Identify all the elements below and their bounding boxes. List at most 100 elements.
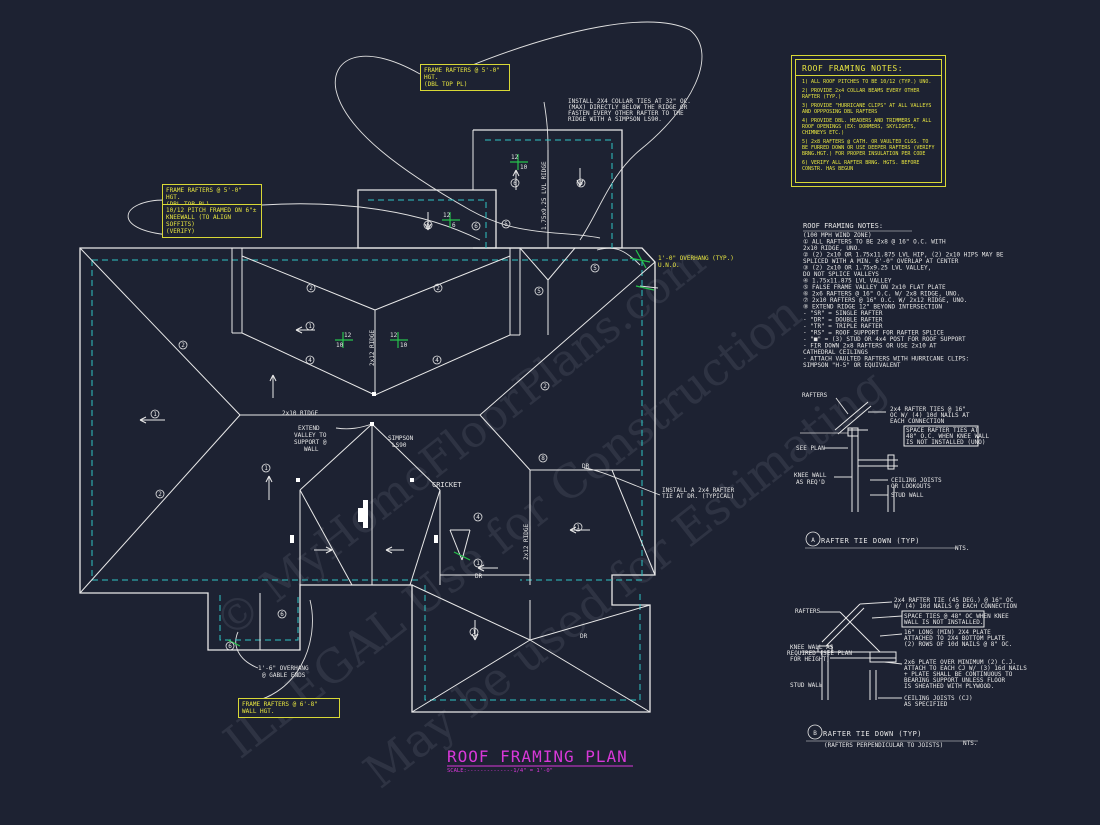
tag-9: 2	[540, 381, 550, 391]
detail-a-ties-3: EACH CONNECTION	[890, 418, 945, 425]
detail-b-plate-2: ATTACHED TO 2X4 BOTTOM PLATE	[904, 635, 1006, 642]
detail-b-knee-1: KNEE WALL AS	[790, 644, 834, 651]
notes-list-line: ⑧ EXTEND RIDGE 12" BEYOND INTERSECTION	[803, 304, 942, 311]
overhang-right-2: U.N.O.	[658, 262, 680, 269]
frame-rafters-top-note: FRAME RAFTERS @ 5'-0" HGT. (DBL TOP PL)	[420, 64, 510, 91]
detail-b-rafters: RAFTERS	[795, 608, 821, 615]
svg-text:1: 1	[476, 560, 480, 567]
tag-12: 1	[469, 627, 479, 637]
notes-box-item-2: 2) PROVIDE 2x4 COLLAR BEAMS EVERY OTHER …	[802, 88, 920, 100]
ridge-2x12-label-b: 2x12 RIDGE	[523, 523, 530, 560]
rafter-tie-note-1: INSTALL A 2x4 RAFTER	[662, 487, 735, 494]
pitch-label-3: 12	[344, 332, 352, 339]
roof-framing-plan-title: ROOF FRAMING PLAN	[447, 747, 628, 766]
pitch-label-1: 12	[511, 154, 519, 161]
pitch-rise-3: 10	[336, 342, 344, 349]
tag-6: 1	[305, 321, 315, 331]
tag-1: 1	[150, 409, 160, 419]
ridge-2x10-label: 2x10 RIDGE	[282, 410, 319, 417]
pitch-rise-2: 6	[452, 222, 456, 229]
detail-a-title: RAFTER TIE DOWN (TYP)	[821, 537, 920, 545]
tag-14: 1	[473, 558, 483, 568]
collar-ties-3: FASTEN EVERY OTHER RAFTER TO THE	[568, 110, 684, 117]
tag-3: 2	[155, 489, 165, 499]
roof-support-posts	[290, 392, 438, 543]
svg-text:2: 2	[309, 285, 313, 292]
pitch-rise-4: 10	[400, 342, 408, 349]
notes-list-line: SPLICED WITH A MIN. 6'-0" OVERLAP AT CEN…	[803, 258, 959, 265]
notes-list-line: DO NOT SPLICE VALLEYS	[803, 271, 879, 278]
detail-b-plate2-4: BEARING SUPPORT UNLESS FLOOR	[904, 677, 1006, 684]
notes-list-line: SIMPSON "H-5" OR EQUIVALENT	[803, 362, 901, 369]
ridge-lvl-label: 1.75x9.25 LVL RIDGE	[541, 161, 548, 230]
notes-list-line: - "TR" = TRIPLE RAFTER	[803, 323, 883, 330]
svg-text:5: 5	[537, 288, 541, 295]
detail-b-plate2-1: 2x6 PLATE OVER MINIMUM (2) C.J.	[904, 659, 1016, 666]
rafter-direction-arrows	[139, 168, 590, 641]
collar-ties-4: RIDGE WITH A SIMPSON LS90.	[568, 116, 662, 123]
svg-text:6: 6	[513, 180, 517, 187]
notes-list-line: ⑥ 2x6 RAFTERS @ 16" O.C. W/ 2x8 RIDGE, U…	[803, 291, 960, 298]
notes-list-line: 2x10 RIDGE, UNO.	[803, 245, 861, 252]
collar-ties-2: (MAX) DIRECTLY BELOW THE RIDGE OR	[568, 104, 688, 111]
detail-a-drawing: A RAFTER TIE DOWN (TYP) NTS. RAFTERS 2x4…	[794, 392, 989, 552]
svg-text:2: 2	[158, 491, 162, 498]
detail-b-subtitle: (RAFTERS PERPENDICULAR TO JOISTS)	[824, 742, 943, 749]
svg-text:4: 4	[308, 357, 312, 364]
tag-22: 5	[534, 286, 544, 296]
extend-valley-2: VALLEY TO	[294, 432, 327, 439]
detail-a-space-3: IS NOT INSTALLED (UNO)	[906, 439, 985, 446]
notes-box-item-1: 1) ALL ROOF PITCHES TO BE 10/12 (TYP.) U…	[802, 79, 932, 85]
svg-text:1: 1	[153, 411, 157, 418]
overhang-right-1: 1'-0" OVERHANG (TYP.)	[658, 255, 734, 262]
leader-curves	[127, 21, 703, 705]
tag-4: 2	[306, 283, 316, 293]
plan-labels: 2x10 RIDGE 2x12 RIDGE 2x12 RIDGE 1.75x9.…	[258, 98, 735, 679]
detail-b-space-1: SPACE TIES @ 48" OC WHEN KNEE	[904, 613, 1009, 620]
pitch-label-2: 12	[443, 212, 451, 219]
dr-label-1: DR	[582, 463, 590, 470]
svg-text:1: 1	[576, 524, 580, 531]
detail-a-ties-2: OC W/ (4) 10d NAILS AT	[890, 412, 970, 419]
notes-list-line: - "SR" = SINGLE RAFTER	[803, 310, 883, 317]
detail-b-joists-1: CEILING JOISTS (CJ)	[904, 695, 973, 702]
svg-text:5: 5	[593, 265, 597, 272]
dr-label-3: DR	[580, 633, 588, 640]
detail-a-ties-1: 2x4 RAFTER TIES @ 16"	[890, 406, 966, 413]
detail-b-plate-3: (2) ROWS OF 10d NAILS @ 8" OC.	[904, 641, 1012, 648]
collar-ties-1: INSTALL 2X4 COLLAR TIES AT 32" OC.	[568, 98, 691, 105]
notes-box-item-5: 5) 2x8 RAFTERS @ CATH. OR VAULTED CLGS. …	[802, 139, 935, 157]
detail-b-drawing: B RAFTER TIE DOWN (TYP) (RAFTERS PERPEND…	[787, 597, 1027, 749]
tag-10: 1	[261, 463, 271, 473]
notes-box-title: ROOF FRAMING NOTES:	[796, 60, 941, 76]
detail-b-stud: STUD WALL	[790, 682, 823, 689]
tag-18: 6	[423, 220, 433, 230]
framing-tags: 1 2 2 2 2 1 4 4 2 1 1 1 4 1 8 6 6 6 6 5 …	[150, 178, 600, 651]
detail-b-knee-3: FOR HEIGHT)	[790, 656, 830, 663]
notes-box-item-3: 3) PROVIDE "HURRICANE CLIPS" AT ALL VALL…	[802, 103, 932, 115]
roof-framing-notes-list: ROOF FRAMING NOTES:	[803, 222, 912, 232]
rafter-tie-note-2: TIE AT DR. (TYPICAL)	[662, 493, 734, 500]
roof-framing-notes-box: ROOF FRAMING NOTES: 1) ALL ROOF PITCHES …	[791, 55, 946, 187]
detail-b-nts: NTS.	[963, 740, 977, 747]
detail-a-joists-1: CEILING JOISTS	[891, 477, 942, 484]
svg-text:1: 1	[264, 465, 268, 472]
simpson-2: LS90	[392, 442, 407, 449]
notes-list-line: CATHEDRAL CEILINGS	[803, 349, 868, 356]
ridge-2x12-label-a: 2x12 RIDGE	[369, 329, 376, 366]
tag-15: 8	[538, 453, 548, 463]
svg-text:4: 4	[476, 514, 480, 521]
dr-label-2: DR	[475, 573, 483, 580]
pitch-rise-1: 10	[520, 164, 528, 171]
tag-24: 6	[225, 641, 235, 651]
detail-a-knee-1: KNEE WALL	[794, 472, 827, 479]
detail-b-tie-2: W/ (4) 10d NAILS @ EACH CONNECTION	[894, 603, 1017, 610]
svg-text:2: 2	[543, 383, 547, 390]
notes-list-line: - "RS" = ROOF SUPPORT FOR RAFTER SPLICE	[803, 330, 944, 337]
notes-list-line: ⑤ FALSE FRAME VALLEY ON 2x10 FLAT PLATE	[803, 284, 946, 291]
svg-text:5: 5	[504, 221, 508, 228]
extend-valley-4: WALL	[304, 446, 319, 453]
detail-a-nts: NTS.	[955, 545, 969, 552]
svg-text:6: 6	[579, 180, 583, 187]
